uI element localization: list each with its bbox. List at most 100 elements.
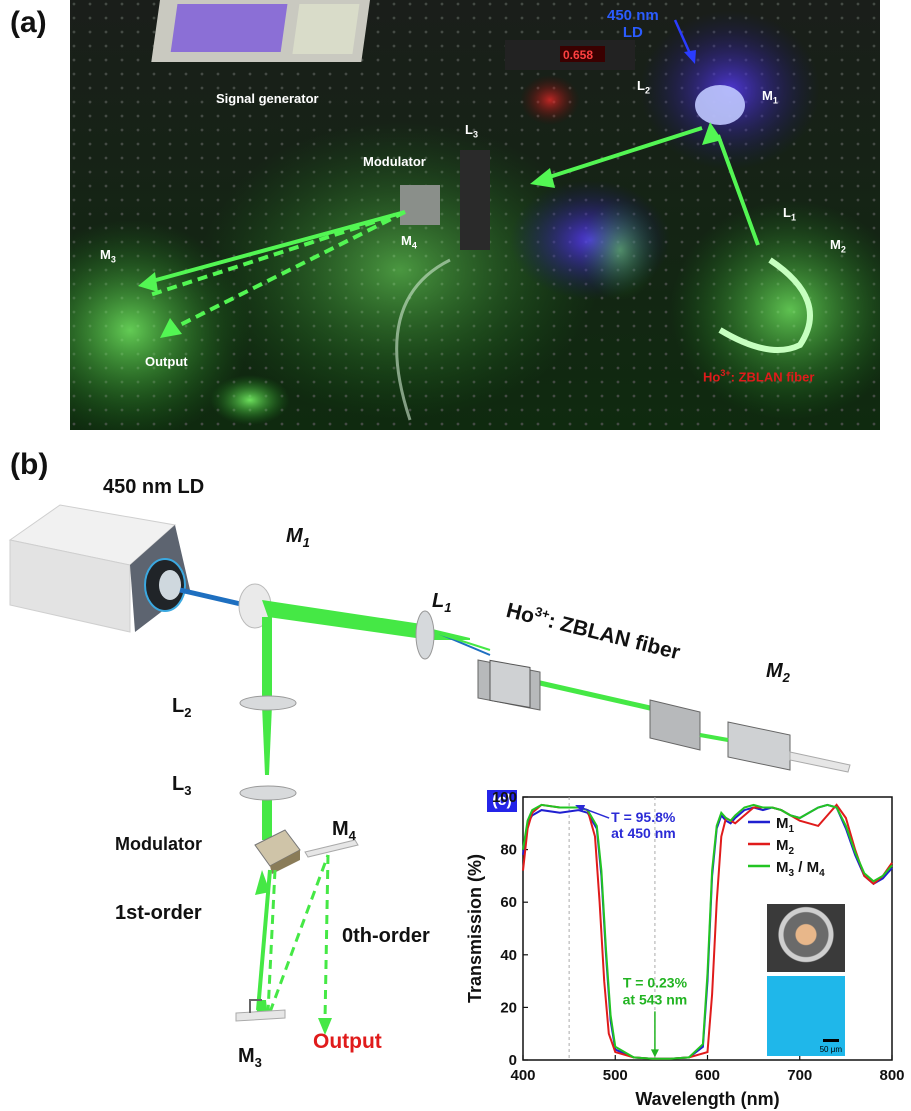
label-modulator-schematic: Modulator [115,834,202,854]
label-fiber-photo: Ho3+: ZBLAN fiber [703,368,814,384]
sl3-sub: 3 [184,783,192,798]
panel-label-c: (c) [487,790,517,812]
m4-letter: M [401,233,412,248]
label-m3-schematic: M3 [238,1045,262,1070]
sl2-sub: 2 [184,705,192,720]
l2-sub: 2 [644,85,650,96]
fiber-line [539,680,651,711]
inset-fiber-photo [767,904,845,972]
signal-generator [151,0,370,62]
label-signal-generator: Signal generator [216,91,319,106]
panel-label-a: (a) [10,6,47,39]
mirror-m3 [235,1009,286,1022]
series-line-3 [522,803,893,1060]
inset-fluorescence-photo: 50 μm [767,976,845,1056]
modulator-device [400,185,440,225]
y-tick-label: 100 [492,789,517,806]
y-axis-label: Transmission (%) [465,854,485,1003]
annotation-450-line1: T = 95.8% [611,809,676,825]
l3-letter: L [465,122,473,137]
y-tick-label: 40 [500,947,517,964]
sl1-sub: 1 [444,600,452,615]
label-l2-photo: L2 [637,78,650,96]
l3-sub: 3 [472,129,478,140]
label-l1-schematic: L1 [432,590,451,615]
fiber-coil [718,257,813,353]
sl3-letter: L [172,773,185,795]
label-450nm-ld-schematic: 450 nm LD [103,476,205,498]
mirror-m4 [304,839,359,858]
sl1-letter: L [432,590,445,612]
fiber-ion: Ho [703,369,721,385]
sl2-letter: L [172,695,185,717]
label-modulator-photo: Modulator [363,154,426,169]
label-m1-schematic: M1 [286,525,310,550]
label-450nm-ld: 450 nm LD [607,7,659,41]
annotation-arrowhead-543 [650,1049,659,1058]
annotation-arrowhead-450 [575,805,586,813]
ld-display [560,46,605,62]
m1-sub: 1 [772,95,778,106]
laser-diode-module [8,504,190,633]
label-ld: LD [622,24,643,41]
label-zeroth-order: 0th-order [342,925,430,947]
label-l3-photo: L3 [465,122,478,140]
m3-sub: 3 [110,254,116,265]
photo-scene: 0.658 [70,0,880,430]
label-m2-photo: M2 [830,237,846,255]
sm4-sub: 4 [348,828,356,843]
label-m2-schematic: M2 [766,660,790,685]
label-450nm: 450 nm [607,7,659,24]
m2-letter: M [830,237,841,252]
label-output-photo: Output [145,354,188,369]
x-tick-label: 600 [695,1067,720,1084]
series-line-2 [522,803,893,1060]
sm4-letter: M [332,818,349,840]
sm3-letter: M [238,1045,255,1067]
m4-sub: 4 [411,240,417,251]
lab-setup-photo: 0.658 Signal generator 450 nm LD Modulat… [70,0,880,430]
setup-schematic [8,504,851,1035]
pump-beam [179,587,246,608]
x-axis-label: Wavelength (nm) [635,1089,779,1109]
l1-letter: L [783,205,791,220]
y-tick-label: 0 [509,1052,517,1069]
annotation-543-line2: at 543 nm [623,991,688,1007]
fiber-connector-left [477,659,541,711]
fiber-rest: : ZBLAN fiber [730,369,815,385]
beam-m1-l1 [262,600,430,640]
label-output-schematic: Output [313,1030,382,1053]
y-tick-label: 60 [500,894,517,911]
lens-l3-mount [460,150,490,250]
sm1-letter: M [286,525,303,547]
m1-letter: M [762,88,773,103]
l1-sub: 1 [790,212,796,223]
label-m1-photo: M1 [762,88,778,106]
annotation-543-line1: T = 0.23% [623,974,688,990]
sm1-sub: 1 [302,535,310,550]
y-tick-label: 80 [500,842,517,859]
scale-bar-label: 50 μm [819,1045,842,1054]
scale-bar [823,1039,839,1042]
sm3-sub: 3 [254,1055,262,1070]
sm2-sub: 2 [782,670,790,685]
legend-label: M3 / M4 [776,859,825,879]
sfiber-ion: Ho [503,598,537,629]
first-order-beam [256,869,272,1011]
y-tick-label: 20 [500,999,517,1016]
panel-label-b: (b) [10,448,49,481]
x-tick-label: 800 [879,1067,904,1084]
x-tick-label: 700 [787,1067,812,1084]
zeroth-order-beam [268,854,330,1013]
beam-m1-l2 [262,617,272,700]
fiber-connector-right [649,699,791,771]
fiber-sup: 3+ [720,368,731,378]
annotation-450-line2: at 450 nm [611,825,676,841]
x-tick-label: 500 [603,1067,628,1084]
label-first-order: 1st-order [115,902,202,924]
label-m4-schematic: M4 [332,818,356,843]
label-l1-photo: L1 [783,205,796,223]
label-l3-schematic: L3 [172,773,191,798]
x-tick-label: 400 [510,1067,535,1084]
label-m4-photo: M4 [401,233,417,251]
